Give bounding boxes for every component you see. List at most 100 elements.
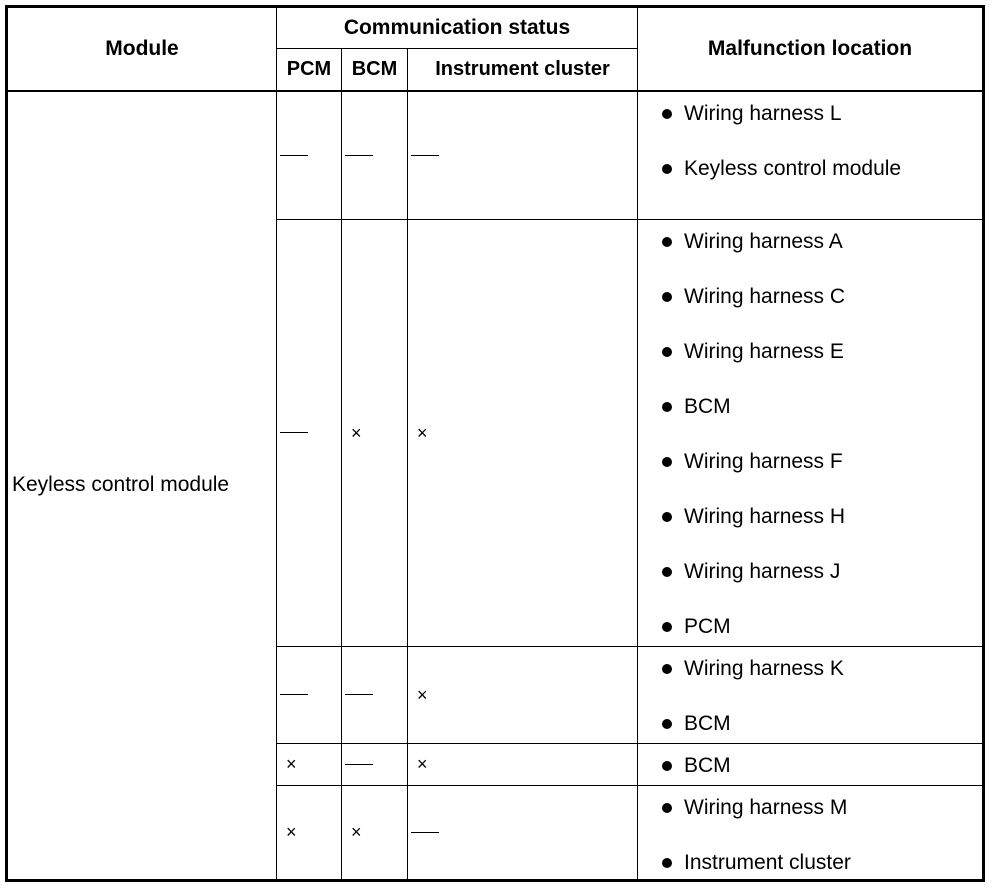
location-text: BCM: [684, 753, 731, 777]
location-list: Wiring harness K BCM: [638, 647, 982, 738]
cross-symbol: ×: [351, 422, 362, 443]
bullet-icon: [662, 291, 672, 302]
list-item: BCM: [662, 393, 982, 421]
bullet-icon: [662, 346, 672, 357]
header-row-1: Module Communication status Malfunction …: [6, 6, 984, 92]
location-list: Wiring harness L Keyless control module: [638, 92, 982, 183]
location-text: BCM: [684, 711, 731, 735]
list-item: Wiring harness J: [662, 558, 982, 586]
bullet-icon: [662, 760, 672, 771]
bcm-status-cell: ×: [341, 784, 408, 881]
location-text: Wiring harness H: [684, 504, 846, 528]
instrument-cluster-status-cell: —: [407, 90, 638, 220]
header-instrument-cluster: Instrument cluster: [407, 48, 638, 92]
location-text: Keyless control module: [684, 157, 902, 180]
instrument-cluster-status-cell: ×: [407, 742, 638, 786]
header-communication-status: Communication status: [276, 6, 638, 49]
malfunction-location-cell: Wiring harness A Wiring harness C Wiring h…: [637, 218, 984, 647]
dash-symbol: —: [411, 831, 439, 833]
bullet-icon: [662, 663, 672, 674]
location-text: Wiring harness M: [684, 795, 848, 819]
header-pcm: PCM: [276, 48, 342, 92]
dash-symbol: —: [345, 694, 373, 696]
location-list: BCM: [638, 744, 982, 780]
list-item: BCM: [662, 752, 982, 780]
location-text: Wiring harness E: [684, 339, 844, 363]
table-row: × — × BCM: [7, 742, 984, 786]
bcm-status-cell: —: [341, 90, 408, 220]
instrument-cluster-status-cell: —: [407, 784, 638, 881]
location-text: Wiring harness C: [684, 284, 846, 308]
cross-symbol: ×: [417, 754, 428, 774]
list-item: Wiring harness A: [662, 228, 982, 256]
bullet-icon: [662, 566, 672, 577]
malfunction-location-cell: Wiring harness M Instrument cluster: [637, 784, 984, 881]
location-text: Instrument cluster: [684, 850, 851, 874]
table-body: Keyless control module — — — Wiring harn…: [6, 90, 984, 881]
header-module: Module: [6, 6, 277, 92]
pcm-status-cell: ×: [276, 742, 342, 786]
location-text: PCM: [684, 614, 731, 638]
location-text: Wiring harness K: [684, 656, 844, 680]
dash-symbol: —: [280, 432, 308, 434]
table-row: — — × Wiring harness K BCM: [7, 645, 984, 744]
list-item: Wiring harness L: [662, 100, 982, 128]
dash-symbol: —: [411, 155, 439, 157]
bullet-icon: [662, 164, 672, 174]
bcm-status-cell: —: [341, 742, 408, 786]
list-item: Wiring harness M: [662, 794, 982, 822]
pcm-status-cell: —: [276, 90, 342, 220]
bullet-icon: [662, 718, 672, 729]
location-text: Wiring harness A: [684, 229, 843, 253]
bullet-icon: [662, 802, 672, 813]
bullet-icon: [662, 511, 672, 522]
list-item: Wiring harness K: [662, 655, 982, 683]
location-text: BCM: [684, 394, 731, 418]
module-cell: Keyless control module: [6, 90, 277, 881]
table-header: Module Communication status Malfunction …: [6, 6, 984, 92]
pcm-status-cell: ×: [276, 784, 342, 881]
list-item: BCM: [662, 710, 982, 738]
malfunction-location-cell: Wiring harness L Keyless control module: [637, 90, 984, 220]
cross-symbol: ×: [417, 422, 428, 443]
location-list: Wiring harness M Instrument cluster: [638, 786, 982, 877]
dash-symbol: —: [280, 694, 308, 696]
instrument-cluster-status-cell: ×: [407, 218, 638, 647]
list-item: Keyless control module: [662, 155, 982, 183]
malfunction-location-cell: BCM: [637, 742, 984, 786]
list-item: Wiring harness C: [662, 283, 982, 311]
location-text: Wiring harness J: [684, 559, 841, 583]
bullet-icon: [662, 109, 672, 119]
pcm-status-cell: —: [276, 645, 342, 744]
diagnostic-table-container: Module Communication status Malfunction …: [5, 5, 985, 882]
cross-symbol: ×: [351, 822, 362, 842]
bullet-icon: [662, 621, 672, 632]
bullet-icon: [662, 236, 672, 247]
list-item: Wiring harness H: [662, 503, 982, 531]
bullet-icon: [662, 857, 672, 868]
dash-symbol: —: [345, 155, 373, 157]
list-item: Instrument cluster: [662, 849, 982, 877]
malfunction-location-cell: Wiring harness K BCM: [637, 645, 984, 744]
bcm-status-cell: ×: [341, 218, 408, 647]
cross-symbol: ×: [286, 754, 297, 774]
table-row: × × — Wiring harness M Instrument cluster: [7, 784, 984, 881]
table-row: Keyless control module — — — Wiring harn…: [6, 90, 984, 881]
cross-symbol: ×: [286, 822, 297, 842]
cross-symbol: ×: [417, 684, 428, 705]
bullet-icon: [662, 456, 672, 467]
list-item: Wiring harness F: [662, 448, 982, 476]
communication-status-table: Module Communication status Malfunction …: [5, 5, 985, 882]
pcm-status-cell: —: [276, 218, 342, 647]
header-bcm: BCM: [341, 48, 408, 92]
dash-symbol: —: [280, 155, 308, 157]
bullet-icon: [662, 401, 672, 412]
location-list: Wiring harness A Wiring harness C Wiring h…: [638, 220, 982, 641]
location-text: Wiring harness F: [684, 449, 843, 473]
instrument-cluster-status-cell: ×: [407, 645, 638, 744]
bcm-status-cell: —: [341, 645, 408, 744]
header-row-2: PCM BCM Instrument cluster: [7, 48, 984, 92]
dash-symbol: —: [345, 763, 373, 765]
list-item: PCM: [662, 613, 982, 641]
